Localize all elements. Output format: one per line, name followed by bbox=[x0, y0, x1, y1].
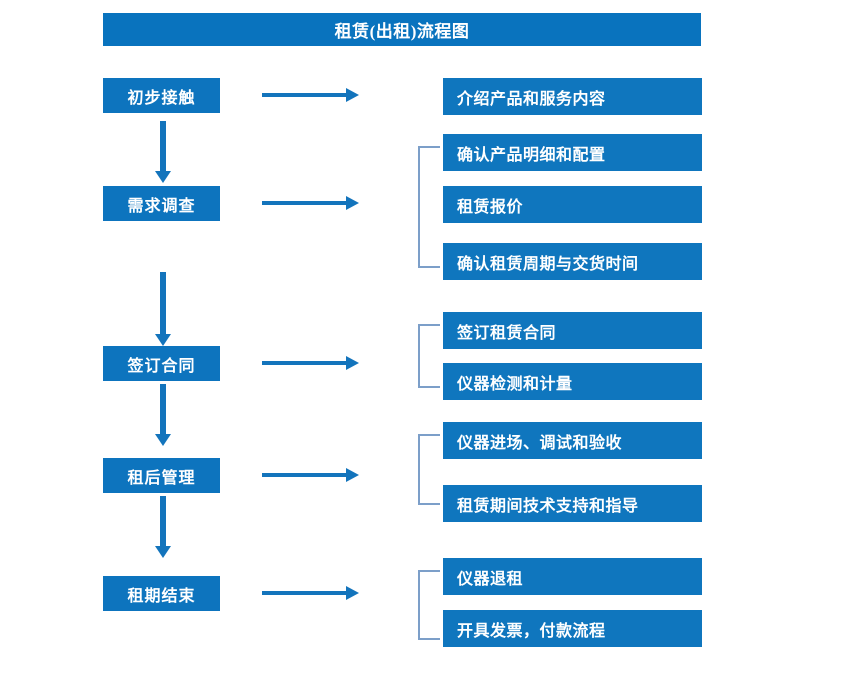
horizontal-arrow-4 bbox=[262, 468, 362, 482]
page-title: 租赁(出租)流程图 bbox=[103, 13, 701, 46]
detail-box-5-2[interactable]: 开具发票，付款流程 bbox=[443, 610, 702, 647]
detail-box-2-2[interactable]: 租赁报价 bbox=[443, 186, 702, 223]
arrow-shaft bbox=[160, 384, 166, 434]
stage-box-5[interactable]: 租期结束 bbox=[103, 576, 220, 611]
arrow-head-down-icon bbox=[155, 546, 171, 558]
detail-box-2-3[interactable]: 确认租赁周期与交货时间 bbox=[443, 243, 702, 280]
arrow-shaft bbox=[262, 473, 348, 477]
group-bracket-2 bbox=[418, 146, 440, 268]
detail-box-3-1[interactable]: 签订租赁合同 bbox=[443, 312, 702, 349]
detail-box-5-1[interactable]: 仪器退租 bbox=[443, 558, 702, 595]
group-bracket-5 bbox=[418, 570, 440, 640]
arrow-head-right-icon bbox=[346, 468, 359, 482]
arrow-shaft bbox=[262, 361, 348, 365]
vertical-arrow-3 bbox=[155, 384, 171, 446]
arrow-shaft bbox=[262, 201, 348, 205]
detail-box-1-1[interactable]: 介绍产品和服务内容 bbox=[443, 78, 702, 115]
horizontal-arrow-5 bbox=[262, 586, 362, 600]
stage-box-2[interactable]: 需求调查 bbox=[103, 186, 220, 221]
arrow-head-right-icon bbox=[346, 88, 359, 102]
group-bracket-4 bbox=[418, 434, 440, 505]
stage-box-4[interactable]: 租后管理 bbox=[103, 458, 220, 493]
group-bracket-3 bbox=[418, 324, 440, 388]
detail-box-4-2[interactable]: 租赁期间技术支持和指导 bbox=[443, 485, 702, 522]
arrow-shaft bbox=[160, 272, 166, 334]
arrow-shaft bbox=[262, 591, 348, 595]
vertical-arrow-1 bbox=[155, 121, 171, 183]
stage-box-1[interactable]: 初步接触 bbox=[103, 78, 220, 113]
detail-box-4-1[interactable]: 仪器进场、调试和验收 bbox=[443, 422, 702, 459]
vertical-arrow-2 bbox=[155, 272, 171, 346]
vertical-arrow-4 bbox=[155, 496, 171, 558]
horizontal-arrow-1 bbox=[262, 88, 362, 102]
arrow-head-right-icon bbox=[346, 586, 359, 600]
stage-box-3[interactable]: 签订合同 bbox=[103, 346, 220, 381]
arrow-head-down-icon bbox=[155, 334, 171, 346]
arrow-shaft bbox=[160, 496, 166, 546]
detail-box-3-2[interactable]: 仪器检测和计量 bbox=[443, 363, 702, 400]
arrow-shaft bbox=[160, 121, 166, 171]
arrow-head-right-icon bbox=[346, 196, 359, 210]
detail-box-2-1[interactable]: 确认产品明细和配置 bbox=[443, 134, 702, 171]
arrow-head-down-icon bbox=[155, 171, 171, 183]
arrow-head-down-icon bbox=[155, 434, 171, 446]
horizontal-arrow-2 bbox=[262, 196, 362, 210]
arrow-shaft bbox=[262, 93, 348, 97]
horizontal-arrow-3 bbox=[262, 356, 362, 370]
arrow-head-right-icon bbox=[346, 356, 359, 370]
